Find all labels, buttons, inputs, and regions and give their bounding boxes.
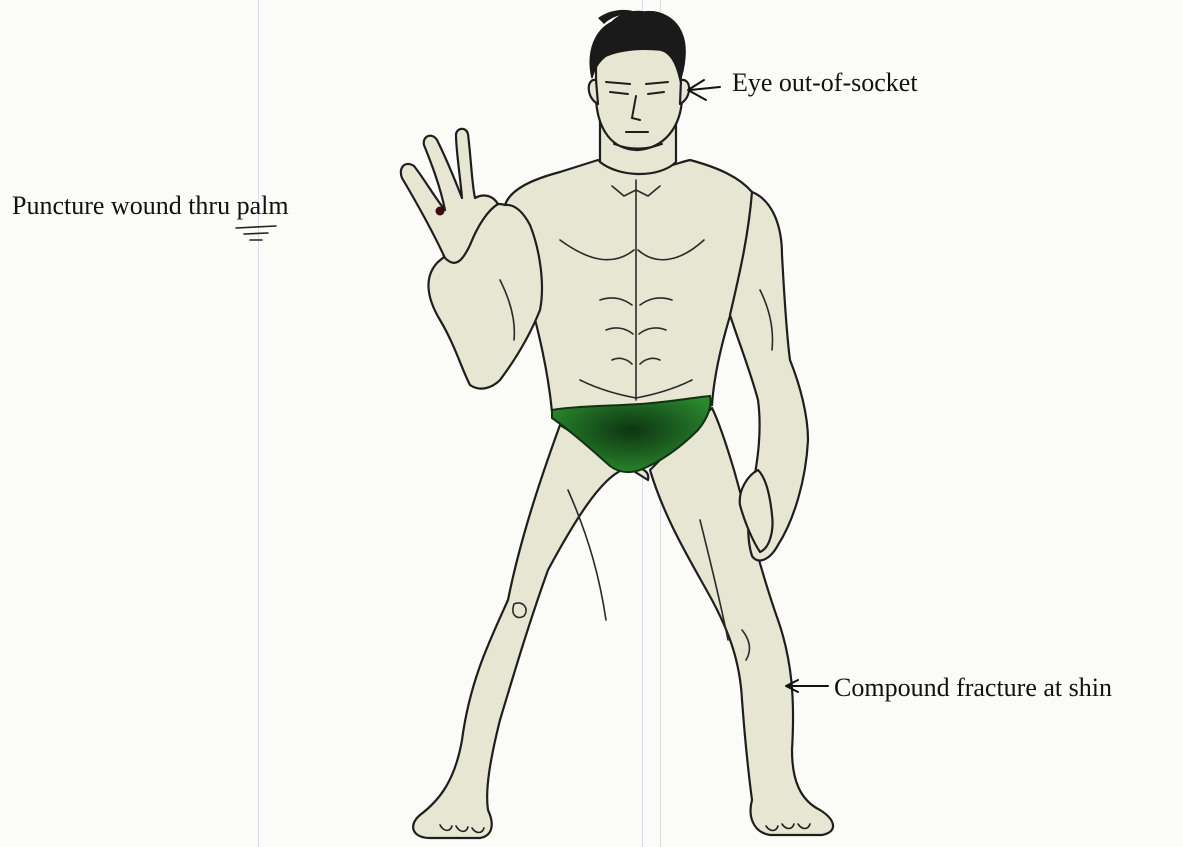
right-ear — [680, 80, 689, 104]
palm-annotation-label: Puncture wound thru palm — [12, 193, 289, 219]
shin-annotation-label: Compound fracture at shin — [834, 675, 1112, 701]
eye-pointer-arrow — [688, 80, 720, 100]
left-ear — [589, 80, 598, 104]
right-leg — [650, 408, 833, 835]
puncture-wound — [436, 207, 445, 216]
shin-pointer-arrow — [786, 680, 828, 692]
left-leg — [413, 425, 648, 838]
eye-annotation-label: Eye out-of-socket — [732, 70, 918, 96]
